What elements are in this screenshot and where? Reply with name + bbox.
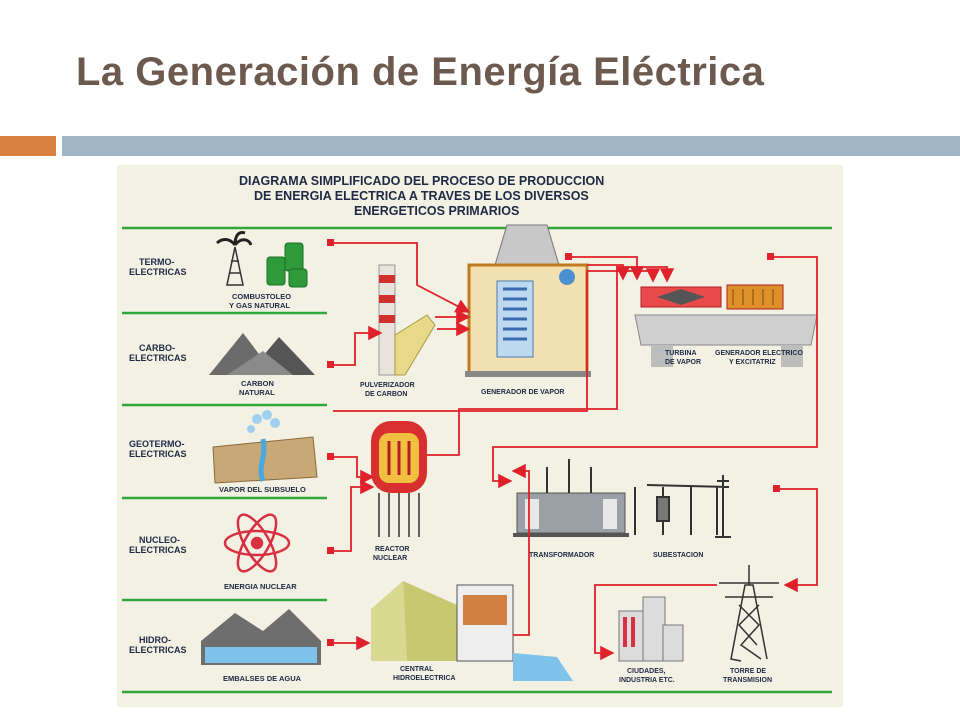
geothermal-icon — [212, 410, 318, 484]
reactor-label-2: NUCLEAR — [373, 555, 407, 562]
transformer-icon — [513, 459, 629, 537]
slide-title: La Generación de Energía Eléctrica — [76, 50, 765, 94]
transformer-label: TRANSFORMADOR — [529, 552, 594, 559]
row-label-geo-1: GEOTERMO- — [129, 439, 185, 449]
source-label-hydro: EMBALSES DE AGUA — [223, 674, 302, 683]
row-label-termo-1: TERMO- — [139, 257, 175, 267]
diagram-title-line-3: ENERGETICOS PRIMARIOS — [354, 204, 519, 218]
pulverizer-label-1: PULVERIZADOR — [360, 382, 415, 389]
transmission-tower-icon — [719, 565, 779, 662]
oil-gas-icon — [215, 231, 308, 288]
accent-bar-blue — [62, 136, 960, 156]
row-label-hidro-1: HIDRO- — [139, 635, 171, 645]
turbine-label-1: TURBINA — [665, 350, 697, 357]
steam-generator-label: GENERADOR DE VAPOR — [481, 389, 565, 396]
generator-label-1: GENERADOR ELECTRICO — [715, 350, 803, 357]
diagram-title-line-1: DIAGRAMA SIMPLIFICADO DEL PROCESO DE PRO… — [239, 174, 604, 188]
tower-label-1: TORRE DE — [730, 668, 766, 675]
row-label-carbo-1: CARBO- — [139, 343, 175, 353]
coal-pile-icon — [209, 333, 315, 375]
flow-junction-markers — [327, 239, 780, 646]
tower-label-2: TRANSMISION — [723, 677, 772, 684]
turbine-label-2: DE VAPOR — [665, 359, 701, 366]
substation-icon — [634, 475, 731, 538]
turbine-generator-icon — [634, 284, 818, 367]
row-label-termo-2: ELECTRICAS — [129, 267, 187, 277]
city-label-2: INDUSTRIA ETC. — [619, 677, 675, 684]
coal-pulverizer-icon — [378, 264, 436, 376]
source-label-coal-2: NATURAL — [239, 388, 275, 397]
substation-label: SUBESTACION — [653, 552, 703, 559]
pulverizer-label-2: DE CARBON — [365, 391, 407, 398]
row-label-hidro-2: ELECTRICAS — [129, 645, 187, 655]
row-label-nucleo-2: ELECTRICAS — [129, 545, 187, 555]
energy-process-diagram: DIAGRAMA SIMPLIFICADO DEL PROCESO DE PRO… — [117, 165, 843, 707]
row-label-carbo-2: ELECTRICAS — [129, 353, 187, 363]
reactor-label-1: REACTOR — [375, 546, 409, 553]
source-label-oil-1: COMBUSTOLEO — [232, 292, 291, 301]
row-label-nucleo-1: NUCLEO- — [139, 535, 180, 545]
row-separators — [122, 226, 832, 694]
hydro-plant-icon — [371, 581, 573, 681]
flow-lines — [331, 242, 818, 661]
city-label-1: CIUDADES, — [627, 668, 666, 675]
hydro-plant-label-2: HIDROELECTRICA — [393, 675, 456, 682]
source-label-nuclear: ENERGIA NUCLEAR — [224, 582, 297, 591]
row-label-geo-2: ELECTRICAS — [129, 449, 187, 459]
source-label-oil-2: Y GAS NATURAL — [229, 301, 290, 310]
nuclear-reactor-icon — [371, 421, 427, 537]
source-label-geo: VAPOR DEL SUBSUELO — [219, 485, 306, 494]
diagram-title-line-2: DE ENERGIA ELECTRICA A TRAVES DE LOS DIV… — [254, 189, 589, 203]
accent-bar-orange — [0, 136, 56, 156]
reservoir-icon — [201, 609, 321, 665]
source-label-coal-1: CARBON — [241, 379, 274, 388]
city-buildings-icon — [618, 596, 684, 662]
atom-icon — [223, 513, 291, 573]
hydro-plant-label-1: CENTRAL — [400, 666, 434, 673]
generator-label-2: Y EXCITATRIZ — [729, 359, 776, 366]
